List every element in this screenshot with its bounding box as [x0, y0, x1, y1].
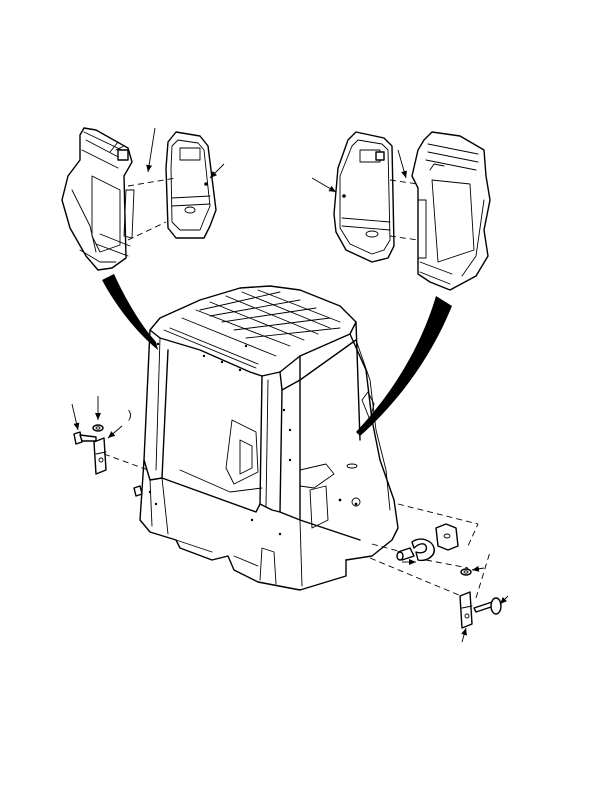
left-detail-callouts	[146, 127, 225, 179]
left-magnify-wedge	[102, 274, 158, 350]
left-hinge-assembly: )	[71, 396, 149, 475]
right-detail-door	[333, 131, 395, 263]
right-hinge-assembly	[369, 503, 509, 643]
right-detail-callouts	[311, 149, 407, 193]
callout-mark: )	[128, 409, 132, 421]
right-magnify-wedge	[356, 296, 452, 436]
left-detail-door	[123, 131, 217, 239]
cab-rivets	[148, 342, 358, 536]
left-detail-cab-side	[61, 127, 177, 271]
right-detail-cab-side	[389, 131, 491, 291]
main-cab-frame	[133, 285, 399, 591]
